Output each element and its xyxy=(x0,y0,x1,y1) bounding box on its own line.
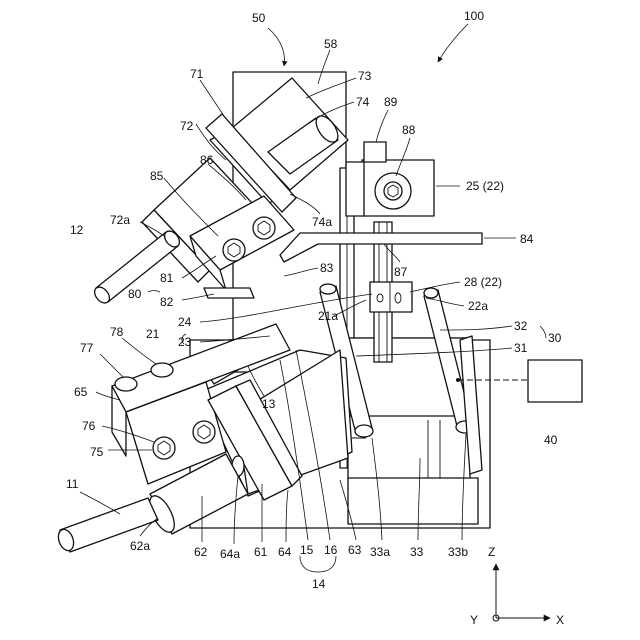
label-58: 58 xyxy=(324,37,338,51)
bolt-86 xyxy=(253,217,275,239)
label-23: 23 xyxy=(178,335,192,349)
label-25: 25 (22) xyxy=(466,179,504,193)
label-31: 31 xyxy=(514,341,528,355)
label-71: 71 xyxy=(190,67,204,81)
label-81: 81 xyxy=(160,271,174,285)
label-33: 33 xyxy=(410,545,424,559)
foot-82 xyxy=(204,288,254,298)
cap-89 xyxy=(364,142,386,162)
label-75: 75 xyxy=(90,445,104,459)
label-87: 87 xyxy=(394,265,408,279)
label-62: 62 xyxy=(194,545,208,559)
label-30: 30 xyxy=(548,331,562,345)
label-74a: 74a xyxy=(312,215,332,229)
cap-78 xyxy=(151,363,173,377)
label-15: 15 xyxy=(300,543,314,557)
label-64a: 64a xyxy=(220,547,240,561)
label-33b: 33b xyxy=(448,545,468,559)
axis-z-label: Z xyxy=(488,545,495,559)
label-40: 40 xyxy=(544,433,558,447)
cap-77 xyxy=(115,377,137,391)
motor-25 xyxy=(346,142,434,216)
label-61: 61 xyxy=(254,545,268,559)
label-28: 28 (22) xyxy=(464,275,502,289)
label-84: 84 xyxy=(520,232,534,246)
label-64: 64 xyxy=(278,545,292,559)
label-83: 83 xyxy=(320,261,334,275)
bolt-76b xyxy=(193,421,215,443)
label-13: 13 xyxy=(262,397,276,411)
label-21a: 21a xyxy=(318,309,338,323)
label-88: 88 xyxy=(402,123,416,137)
label-73: 73 xyxy=(358,69,372,83)
clamp-28 xyxy=(370,282,412,312)
label-72a: 72a xyxy=(110,213,130,227)
label-50: 50 xyxy=(252,11,266,25)
label-72: 72 xyxy=(180,119,194,133)
label-11: 11 xyxy=(66,477,79,491)
label-12: 12 xyxy=(70,223,84,237)
label-62a: 62a xyxy=(130,539,150,553)
label-89: 89 xyxy=(384,95,398,109)
bolt-85 xyxy=(223,239,245,261)
label-14: 14 xyxy=(312,577,326,591)
label-82: 82 xyxy=(160,295,174,309)
label-22a: 22a xyxy=(468,299,488,313)
bolt-76 xyxy=(153,437,175,459)
label-24: 24 xyxy=(178,315,192,329)
label-33a: 33a xyxy=(370,545,390,559)
axis-y-label: Y xyxy=(470,613,478,627)
controller-box-40 xyxy=(528,360,582,402)
label-100: 100 xyxy=(464,9,484,23)
axis-x-label: X xyxy=(556,613,564,627)
label-78: 78 xyxy=(110,325,124,339)
label-85: 85 xyxy=(150,169,164,183)
label-65: 65 xyxy=(74,385,88,399)
label-77: 77 xyxy=(80,341,94,355)
axis-triad xyxy=(493,564,550,621)
label-86: 86 xyxy=(200,153,214,167)
label-74: 74 xyxy=(356,95,370,109)
label-63: 63 xyxy=(348,543,362,557)
label-16: 16 xyxy=(324,543,338,557)
label-80: 80 xyxy=(128,287,142,301)
label-76: 76 xyxy=(82,419,96,433)
label-32: 32 xyxy=(514,319,528,333)
label-21: 21 xyxy=(146,327,160,341)
